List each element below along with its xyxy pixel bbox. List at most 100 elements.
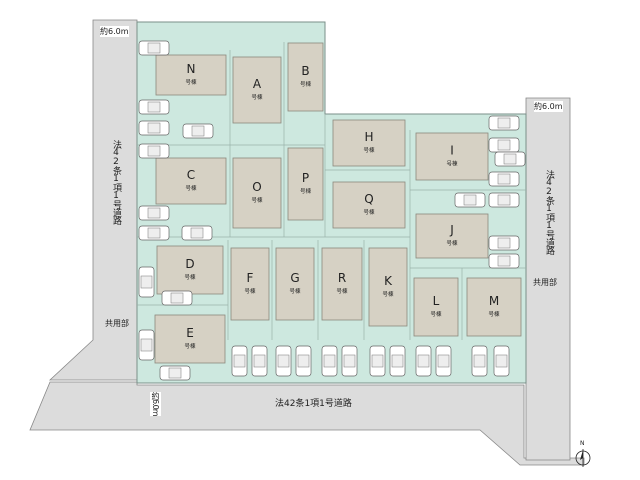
building-a xyxy=(232,56,282,124)
lot-letter-j: J xyxy=(449,223,454,237)
car-icon xyxy=(295,345,312,377)
car-icon xyxy=(369,345,386,377)
lot-suffix-d: 号棟 xyxy=(184,273,196,281)
lot-letter-m: M xyxy=(489,294,499,308)
car-icon xyxy=(471,345,488,377)
lot-letter-k: K xyxy=(384,274,393,288)
car-icon xyxy=(494,151,526,167)
lot-suffix-p: 号棟 xyxy=(300,187,312,195)
lot-letter-d: D xyxy=(185,257,194,271)
parked-cars xyxy=(138,40,526,381)
lot-suffix-l: 号棟 xyxy=(430,310,442,318)
car-icon xyxy=(231,345,248,377)
lot-letter-a: A xyxy=(253,77,262,91)
road-label-left: 法42条1項1号道路 xyxy=(111,140,121,224)
building-d xyxy=(156,245,224,295)
lot-letter-o: O xyxy=(252,180,261,194)
car-icon xyxy=(159,365,191,381)
lot-letter-l: L xyxy=(433,294,440,308)
lot-suffix-i: 号棟 xyxy=(446,160,458,168)
buildings xyxy=(154,42,522,364)
width-label-bottom-left: 約6.0m xyxy=(150,392,161,416)
common-area-left-label: 共用部 xyxy=(105,319,129,328)
car-icon xyxy=(454,192,486,208)
car-icon xyxy=(488,235,520,251)
lot-letter-n: N xyxy=(187,62,196,76)
car-icon xyxy=(138,205,170,221)
lot-suffix-g: 号棟 xyxy=(289,287,301,295)
lot-suffix-h: 号棟 xyxy=(363,146,375,154)
building-l xyxy=(413,277,459,337)
building-j xyxy=(415,213,489,259)
lot-letter-f: F xyxy=(247,271,254,285)
car-icon xyxy=(138,143,170,159)
building-m xyxy=(466,277,522,337)
car-icon xyxy=(181,225,213,241)
car-icon xyxy=(138,120,170,136)
lot-suffix-c: 号棟 xyxy=(185,184,197,192)
width-label-top-right: 約6.0m xyxy=(534,101,563,112)
car-icon xyxy=(488,115,520,131)
car-icon xyxy=(251,345,268,377)
lot-suffix-e: 号棟 xyxy=(184,342,196,350)
car-icon xyxy=(488,171,520,187)
building-o xyxy=(232,157,282,229)
lot-letter-p: P xyxy=(302,171,309,185)
left-road xyxy=(48,19,138,381)
width-label-top-left: 約6.0m xyxy=(100,26,129,37)
building-c xyxy=(155,157,227,205)
car-icon xyxy=(321,345,338,377)
lot-suffix-o: 号棟 xyxy=(251,196,263,204)
lot-suffix-n: 号棟 xyxy=(185,78,197,86)
car-icon xyxy=(488,253,520,269)
car-icon xyxy=(161,290,193,306)
car-icon xyxy=(435,345,452,377)
lot-suffix-r: 号棟 xyxy=(336,287,348,295)
building-n xyxy=(155,54,227,96)
lot-suffix-j: 号棟 xyxy=(446,239,458,247)
bottom-road xyxy=(29,381,585,466)
building-q xyxy=(332,181,406,229)
car-icon xyxy=(493,345,510,377)
building-b xyxy=(287,42,324,112)
lot-suffix-m: 号棟 xyxy=(488,310,500,318)
building-g xyxy=(275,247,315,321)
car-icon xyxy=(488,137,520,153)
car-icon xyxy=(138,40,170,56)
car-icon xyxy=(138,99,170,115)
road-label-bottom: 法42条1項1号道路 xyxy=(275,399,352,409)
car-icon xyxy=(138,266,155,298)
lot-letter-c: C xyxy=(187,168,195,182)
car-icon xyxy=(182,123,214,139)
car-icon xyxy=(389,345,406,377)
lot-letter-h: H xyxy=(364,130,373,144)
building-h xyxy=(332,119,406,167)
lot-letter-e: E xyxy=(186,326,194,340)
lot-suffix-f: 号棟 xyxy=(244,287,256,295)
building-p xyxy=(287,147,324,221)
lot-suffix-b: 号棟 xyxy=(300,80,312,88)
car-icon xyxy=(488,192,520,208)
north-label: N xyxy=(580,440,585,447)
building-r xyxy=(321,247,363,321)
common-area-right-label: 共用部 xyxy=(533,278,557,287)
road-label-right: 法42条1項1号道路 xyxy=(544,170,554,254)
north-arrow-icon: N xyxy=(574,440,592,467)
building-f xyxy=(230,247,270,321)
car-icon xyxy=(415,345,432,377)
lot-letter-b: B xyxy=(301,64,309,78)
lot-suffix-k: 号棟 xyxy=(382,290,394,298)
car-icon xyxy=(275,345,292,377)
lot-letter-i: I xyxy=(450,144,454,158)
building-e xyxy=(154,314,226,364)
lot-suffix-q: 号棟 xyxy=(363,208,375,216)
lot-suffix-a: 号棟 xyxy=(251,93,263,101)
building-i xyxy=(415,132,489,181)
building-k xyxy=(368,247,408,327)
car-icon xyxy=(138,329,155,361)
lot-letter-q: Q xyxy=(364,192,373,206)
lot-letter-g: G xyxy=(290,271,299,285)
roads xyxy=(29,19,585,466)
